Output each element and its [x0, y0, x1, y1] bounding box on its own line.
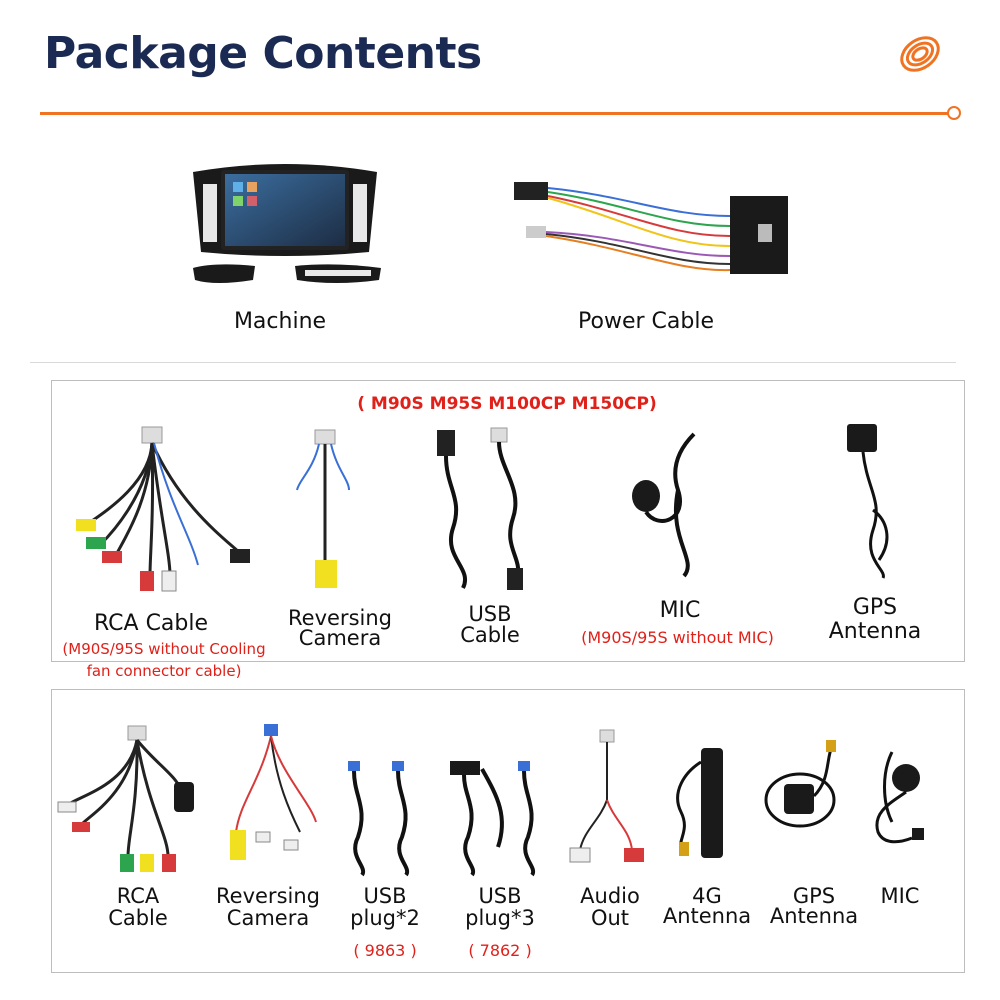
s1-mic-note: (M90S/95S without MIC)	[581, 628, 774, 647]
power-cable-image	[514, 182, 788, 274]
usb-plug-2-image	[348, 761, 410, 877]
s2-usb2-note: ( 9863 )	[353, 941, 417, 960]
s2-reversing-line1: Reversing	[216, 884, 320, 908]
machine-label: Machine	[233, 309, 327, 334]
usb-plug-3-image	[450, 761, 536, 877]
section2-box	[51, 689, 965, 973]
s1-rca-note-line2: fan connector cable)	[86, 662, 242, 680]
s2-rca-line2: Cable	[108, 906, 168, 930]
s2-reversing-camera-image	[230, 724, 317, 860]
s2-mic-image	[875, 751, 924, 844]
s1-mic-label: MIC	[659, 598, 701, 623]
s2-gps-antenna-image	[764, 740, 836, 828]
s2-mic-label: MIC	[880, 884, 920, 908]
s2-4g-line1: 4G	[692, 884, 722, 908]
s2-usb3-line1: USB	[478, 884, 522, 908]
s1-rca-cable-label: RCA Cable	[93, 611, 209, 636]
machine-image	[193, 164, 381, 283]
s2-reversing-line2: Camera	[226, 906, 310, 930]
usb-cable-image	[437, 427, 523, 590]
page-title: Package Contents	[44, 28, 482, 79]
s1-usb-line2: Cable	[460, 623, 520, 647]
s2-rca-cable-image	[57, 725, 194, 872]
reversing-camera-cable-image	[296, 429, 350, 588]
rca-cable-image	[76, 426, 250, 592]
brand-logo-icon	[900, 36, 940, 72]
s2-rca-line1: RCA	[116, 884, 160, 908]
model-list: ( M90S M95S M100CP M150CP)	[357, 394, 657, 414]
title-underline	[40, 112, 952, 115]
gps-antenna-image	[847, 424, 889, 579]
mic-image	[632, 432, 696, 578]
s2-gps-line2: Antenna	[769, 904, 859, 928]
title-underline-dot	[947, 106, 961, 120]
s1-usb-line1: USB	[468, 602, 512, 626]
audio-out-image	[569, 729, 644, 863]
power-cable-label: Power Cable	[578, 309, 714, 334]
s1-gps-line2: Antenna	[828, 619, 922, 644]
s1-reversing-line1: Reversing	[288, 606, 392, 630]
4g-antenna-image	[676, 748, 723, 858]
s2-audio-line2: Out	[590, 906, 630, 930]
s2-usb3-line2: plug*3	[465, 906, 535, 930]
s1-gps-line1: GPS	[852, 595, 898, 620]
s1-rca-note-line1: (M90S/95S without Cooling	[62, 640, 266, 658]
s1-reversing-line2: Camera	[298, 626, 382, 650]
s2-usb3-note: ( 7862 )	[468, 941, 532, 960]
s2-usb2-line1: USB	[363, 884, 407, 908]
s2-gps-line1: GPS	[792, 884, 836, 908]
s2-4g-line2: Antenna	[662, 904, 752, 928]
section-divider	[30, 362, 956, 363]
s2-audio-line1: Audio	[580, 884, 640, 908]
s2-usb2-line2: plug*2	[350, 906, 420, 930]
